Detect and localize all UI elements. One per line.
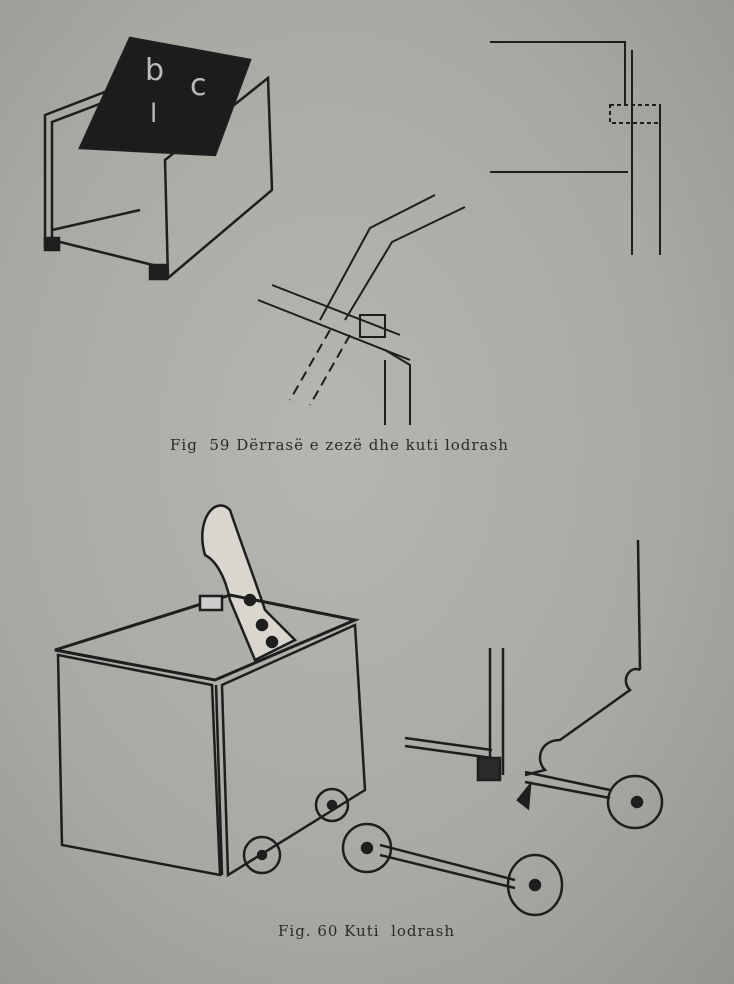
board-letter-b: b (145, 53, 164, 88)
board-letter-c: c (190, 68, 207, 103)
fig59-blackboard-box: b c l (43, 36, 274, 281)
board-letter-l: l (150, 99, 157, 129)
fig60-toy-box (54, 504, 367, 878)
fig59-hinge-detail (490, 41, 661, 255)
figure-60-caption: Fig. 60 Kuti lodrash (278, 922, 455, 940)
fig59-joint-detail (257, 194, 466, 425)
fig60-wheel-detail (341, 539, 664, 917)
figure-59-caption: Fig 59 Dërrasë e zezë dhe kuti lodrash (170, 436, 509, 454)
